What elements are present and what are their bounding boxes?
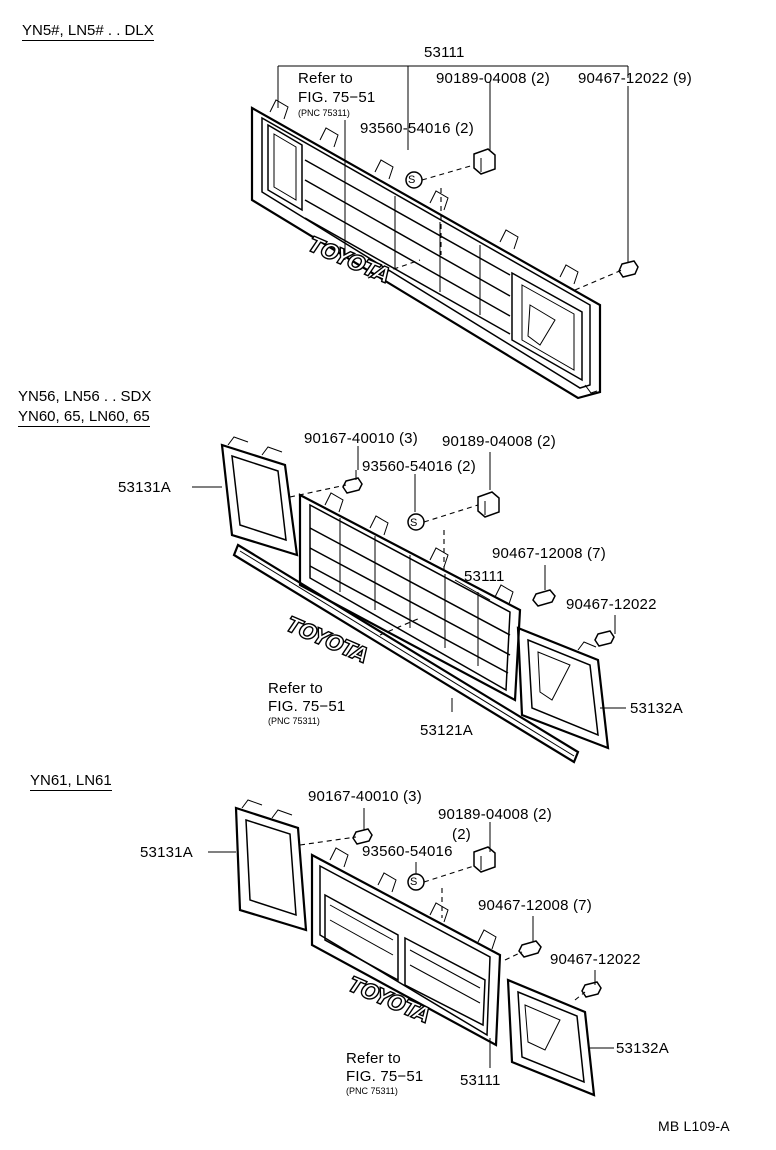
section-1-drawing <box>250 65 639 400</box>
retainer-90189-04008 <box>473 148 496 175</box>
part-label-53132a: 53132A <box>616 1040 669 1057</box>
headlamp-door-53131a <box>234 799 308 932</box>
section-3-model-header: YN61, LN61 <box>30 772 112 791</box>
bolt-90167-40010 <box>342 470 363 494</box>
part-label-90467-12022: 90467-12022 <box>550 951 641 968</box>
part-label-90189-04008: 90189-04008 (2) <box>442 433 556 450</box>
part-label-53111: 53111 <box>464 568 505 585</box>
pnc-reference: (PNC 75311) <box>346 1086 398 1096</box>
part-label-93560-54016: 93560-54016 (2) <box>360 120 474 137</box>
clip-90467-12008 <box>532 589 556 607</box>
section-2-model-header-line-2: YN60, 65, LN60, 65 <box>18 408 150 427</box>
clip-90467-12008 <box>518 940 542 958</box>
retainer-90189-04008 <box>473 846 496 873</box>
part-label-53132a: 53132A <box>630 700 683 717</box>
s-symbol: S <box>410 517 418 529</box>
s-symbol: S <box>408 174 416 186</box>
figure-reference: FIG. 75−51 <box>298 89 376 106</box>
grille-53111-dlx <box>250 99 602 400</box>
part-label-90167-40010: 90167-40010 (3) <box>308 788 422 805</box>
part-label-90467-12022: 90467-12022 (9) <box>578 70 692 87</box>
pnc-reference: (PNC 75311) <box>298 108 350 118</box>
section-2-drawing <box>192 436 626 764</box>
refer-to-text: Refer to <box>298 70 353 87</box>
part-label-53131a: 53131A <box>140 844 193 861</box>
grille-53111-sdx <box>298 492 522 702</box>
nut-quantity: (2) <box>452 826 471 843</box>
diagram-code: MB L109-A <box>658 1118 730 1134</box>
part-label-90467-12008: 90467-12008 (7) <box>492 545 606 562</box>
part-label-93560-54016: 93560-54016 <box>362 843 453 860</box>
part-label-53131a: 53131A <box>118 479 171 496</box>
refer-to-text: Refer to <box>346 1050 401 1067</box>
pnc-reference: (PNC 75311) <box>268 716 320 726</box>
figure-reference: FIG. 75−51 <box>346 1068 424 1085</box>
headlamp-door-53132a <box>516 626 610 750</box>
part-label-90467-12022: 90467-12022 <box>566 596 657 613</box>
part-label-90467-12008: 90467-12008 (7) <box>478 897 592 914</box>
part-label-90189-04008: 90189-04008 (2) <box>436 70 550 87</box>
part-label-53111: 53111 <box>460 1072 501 1089</box>
part-label-90189-04008: 90189-04008 (2) <box>438 806 552 823</box>
part-label-90167-40010: 90167-40010 (3) <box>304 430 418 447</box>
figure-reference: FIG. 75−51 <box>268 698 346 715</box>
clip-90467-12022 <box>618 260 639 278</box>
grille-53111-gl <box>310 847 502 1047</box>
section-2-model-header-line-1: YN56, LN56 . . SDX <box>18 388 152 405</box>
refer-to-text: Refer to <box>268 680 323 697</box>
part-label-93560-54016: 93560-54016 (2) <box>362 458 476 475</box>
headlamp-door-53131a <box>220 436 299 557</box>
moulding-53121a <box>232 543 580 764</box>
section-1-model-header: YN5#, LN5# . . DLX <box>22 22 154 41</box>
retainer-90189-04008 <box>477 491 500 518</box>
part-label-53111: 53111 <box>424 44 465 61</box>
clip-90467-12022 <box>594 630 615 647</box>
clip-90467-12022 <box>581 981 602 998</box>
bolt-90167-40010 <box>352 828 373 845</box>
headlamp-door-53132a <box>506 978 596 1097</box>
s-symbol: S <box>410 876 418 888</box>
section-3-drawing <box>208 799 614 1097</box>
part-label-53121a: 53121A <box>420 722 473 739</box>
